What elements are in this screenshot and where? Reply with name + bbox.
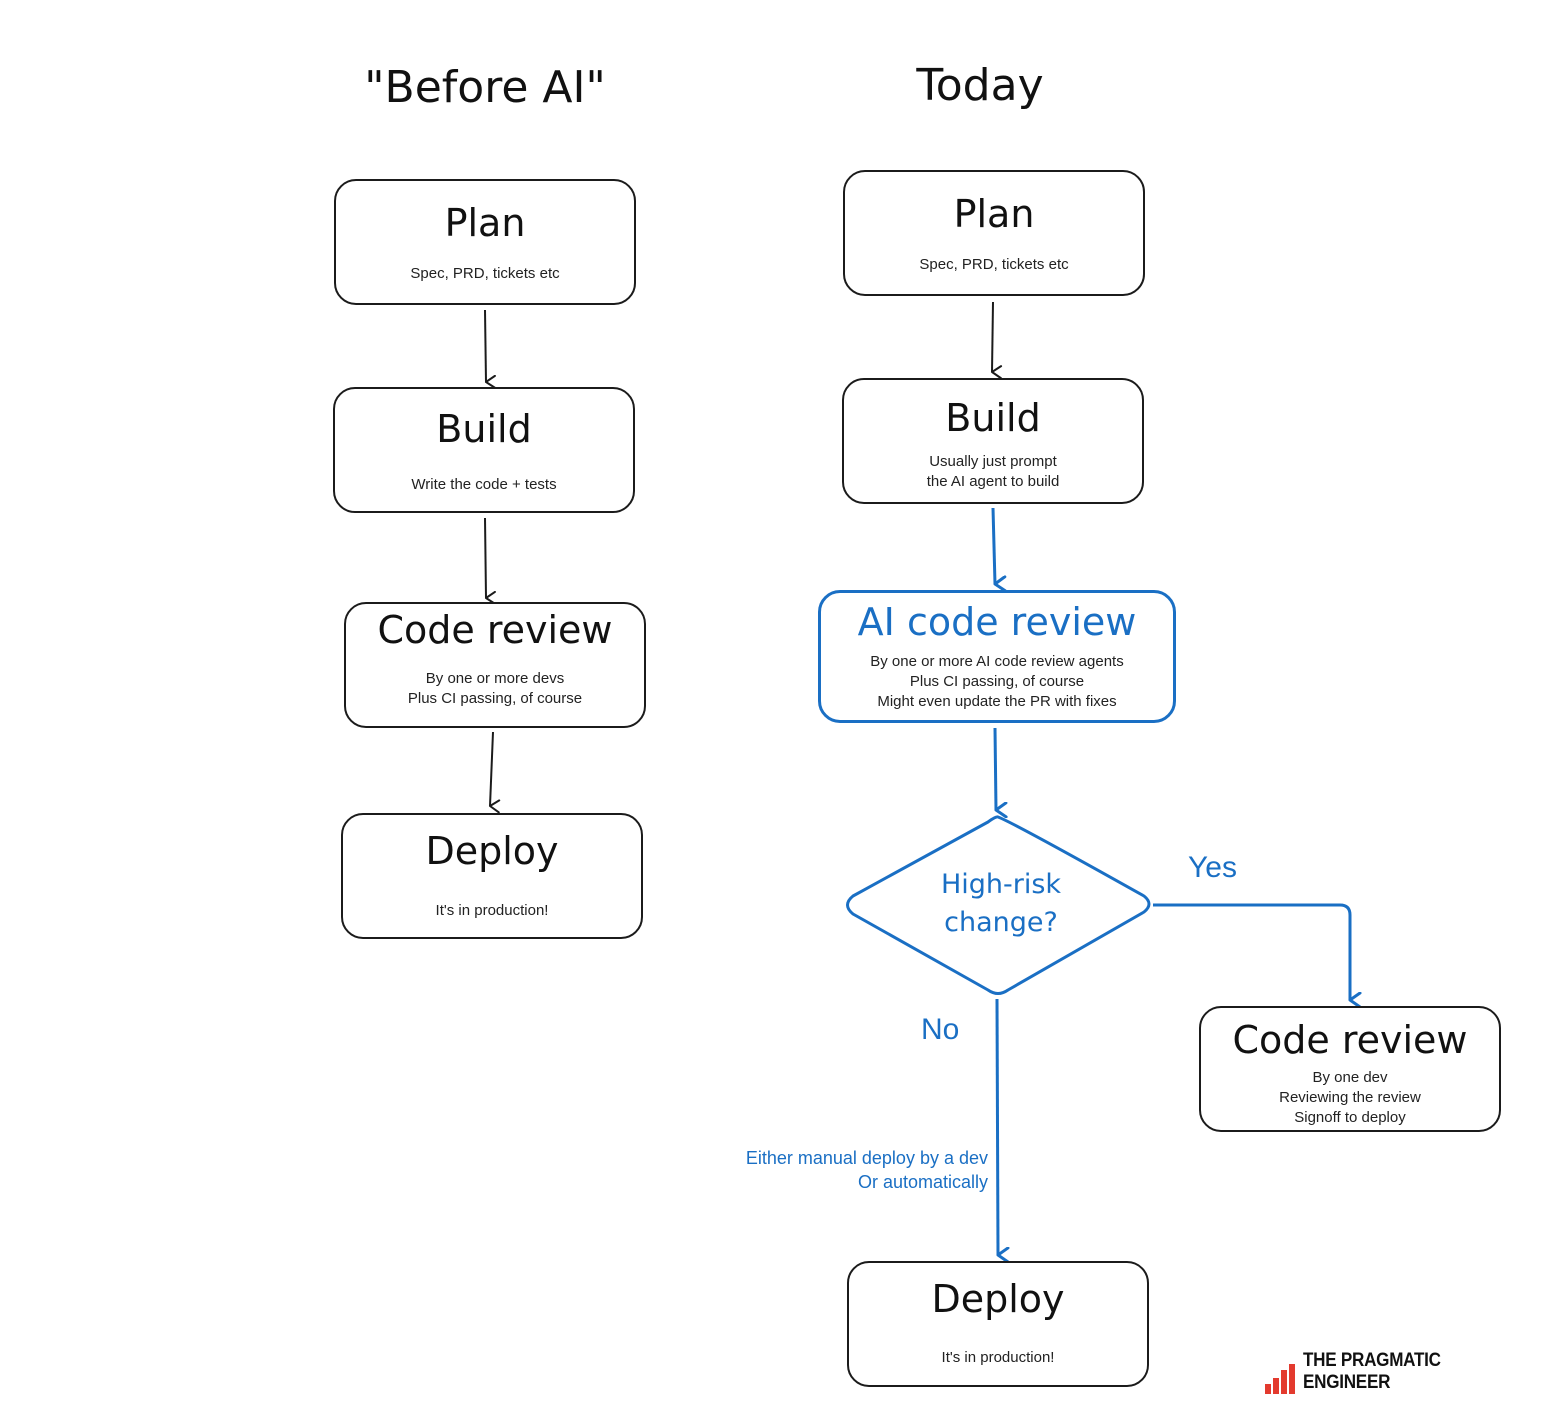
today-build-title: Build (945, 396, 1041, 440)
today-heading: Today (916, 60, 1044, 111)
today-deploy-desc: It's in production! (941, 1349, 1055, 1366)
today-build-desc: Usually just prompt the AI agent to buil… (926, 453, 1060, 490)
today-deploy-box: Deploy It's in production! (847, 1261, 1149, 1387)
today-plan-desc: Spec, PRD, tickets etc (919, 256, 1069, 273)
before-deploy-box: Deploy It's in production! (341, 813, 643, 939)
arrow-build-to-ai-review (991, 507, 995, 584)
no-label: No (921, 1013, 960, 1046)
human-code-review-box: Code review By one dev Reviewing the rev… (1199, 1006, 1501, 1132)
brand-name: THE PRAGMATIC ENGINEER (1303, 1350, 1441, 1393)
before-deploy-desc: It's in production! (435, 902, 549, 919)
bar-chart-icon (1265, 1364, 1295, 1394)
before-plan-desc: Spec, PRD, tickets etc (410, 265, 560, 282)
brand-logo: THE PRAGMATIC ENGINEER (1265, 1350, 1554, 1394)
before-code-review-desc: By one or more devs Plus CI passing, of … (407, 670, 583, 707)
before-code-review-title: Code review (377, 608, 613, 652)
yes-label: Yes (1188, 851, 1237, 884)
today-build-box: Build Usually just prompt the AI agent t… (842, 378, 1144, 504)
ai-code-review-box: AI code review By one or more AI code re… (818, 590, 1176, 723)
human-code-review-title: Code review (1232, 1018, 1468, 1062)
before-plan-box: Plan Spec, PRD, tickets etc (334, 179, 636, 305)
before-build-title: Build (436, 407, 532, 451)
arrow-no-to-deploy (995, 998, 998, 1255)
today-plan-title: Plan (953, 192, 1035, 236)
decision-label: High-risk change? (940, 869, 1062, 938)
before-plan-title: Plan (444, 201, 526, 245)
before-code-review-box: Code review By one or more devs Plus CI … (344, 602, 646, 728)
human-code-review-desc: By one dev Reviewing the review Signoff … (1279, 1069, 1421, 1126)
before-build-box: Build Write the code + tests (333, 387, 635, 513)
today-deploy-title: Deploy (931, 1277, 1065, 1321)
arrow-ai-review-to-decision (993, 727, 996, 810)
decision-diamond (846, 815, 1151, 995)
arrow-review-to-deploy-before (489, 731, 501, 814)
ai-code-review-desc: By one or more AI code review agents Plu… (870, 653, 1124, 710)
arrow-plan-to-build-before (484, 309, 497, 389)
before-ai-heading: "Before AI" (364, 62, 606, 113)
before-deploy-title: Deploy (425, 829, 559, 873)
arrow-yes-to-code-review (1153, 903, 1350, 1000)
arrow-build-to-review-before (484, 517, 497, 605)
arrow-plan-to-build-today (991, 301, 1003, 380)
ai-code-review-title: AI code review (857, 600, 1137, 644)
before-build-desc: Write the code + tests (411, 476, 557, 493)
today-plan-box: Plan Spec, PRD, tickets etc (843, 170, 1145, 296)
deploy-note: Either manual deploy by a dev Or automat… (745, 1148, 988, 1192)
